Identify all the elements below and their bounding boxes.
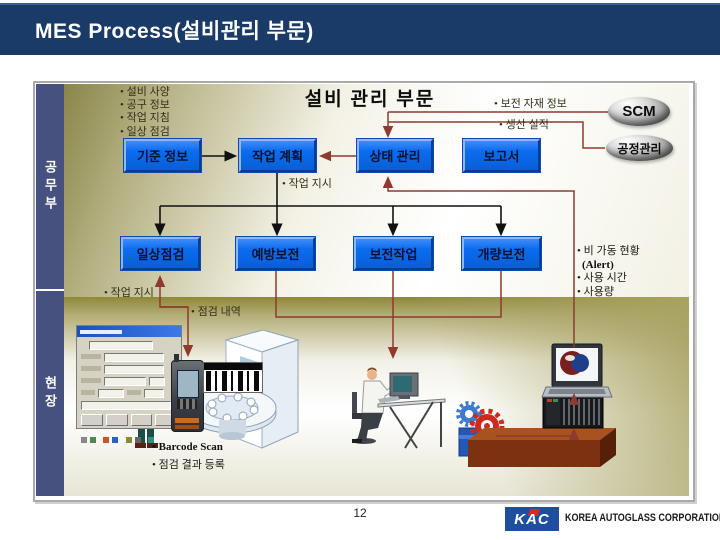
box-base-info: 기준 정보	[124, 139, 201, 172]
note-downtime: • 비 가동 현황	[577, 245, 640, 257]
dialog-title-text-blur	[80, 329, 122, 334]
bullet-equip-spec: • 설비 사양	[120, 86, 170, 98]
dialog-buttons	[81, 414, 177, 426]
note-alert: (Alert)	[582, 258, 614, 271]
dialog-titlebar	[77, 326, 181, 337]
handheld-scanner-clipart	[171, 354, 204, 432]
note-maint-material: • 보전 자재 정보	[494, 98, 567, 110]
note-usage-time: • 사용 시간	[577, 272, 627, 284]
equipment-data-bullets: • 비 가동 현황 (Alert) • 사용 시간 • 사용량	[577, 245, 640, 299]
inspection-dialog-mockup	[76, 325, 182, 443]
note-usage-amount: • 사용량	[577, 285, 614, 298]
sidebar-label-office: 공무부	[42, 159, 58, 214]
kac-logo: KAC	[505, 507, 559, 531]
note-work-order-top: • 작업 지시	[282, 178, 332, 190]
box-work-plan: 작업 계획	[239, 139, 316, 172]
slide-title: MES Process(설비관리 부문)	[35, 20, 314, 43]
note-inspection-detail: • 점검 내역	[191, 306, 241, 318]
box-preventive-maint: 예방보전	[236, 237, 315, 270]
box-maint-work: 보전작업	[354, 237, 433, 270]
note-prod-result: • 생산 실적	[499, 119, 549, 131]
kac-logo-abbr: KAC	[514, 510, 550, 528]
box-daily-inspection: 일상점검	[121, 237, 200, 270]
box-report: 보고서	[463, 139, 540, 172]
sidebar-panel-field: 현장	[36, 291, 64, 496]
slide-title-bar: MES Process(설비관리 부문)	[0, 3, 720, 55]
bullet-daily-check: • 일상 점검	[120, 125, 170, 138]
page-number: 12	[353, 506, 367, 520]
barcode-clipart	[203, 362, 263, 393]
base-info-bullets: • 설비 사양 • 공구 정보 • 작업 지침 • 일상 점검	[120, 86, 170, 139]
ellipse-process-mgmt: 공정관리	[606, 135, 673, 161]
note-barcode-scan: • Barcode Scan	[152, 441, 223, 453]
diagram-title: 설비 관리 부문	[304, 89, 436, 110]
dialog-field	[89, 341, 153, 350]
company-name: KOREA AUTOGLASS CORPORATION	[565, 512, 720, 524]
box-improvement-maint: 개량보전	[462, 237, 541, 270]
bullet-tool-info: • 공구 정보	[120, 99, 170, 112]
dialog-body	[77, 337, 181, 451]
sidebar-panel-office: 공무부	[36, 84, 64, 289]
note-work-order-field: • 작업 지시	[104, 287, 154, 299]
ellipse-scm: SCM	[608, 97, 670, 126]
bullet-work-guide: • 작업 지침	[120, 112, 170, 125]
box-status-mgmt: 상태 관리	[357, 139, 433, 172]
sidebar-label-field: 현장	[42, 375, 58, 412]
note-inspection-register: • 점검 결과 등록	[152, 459, 225, 471]
